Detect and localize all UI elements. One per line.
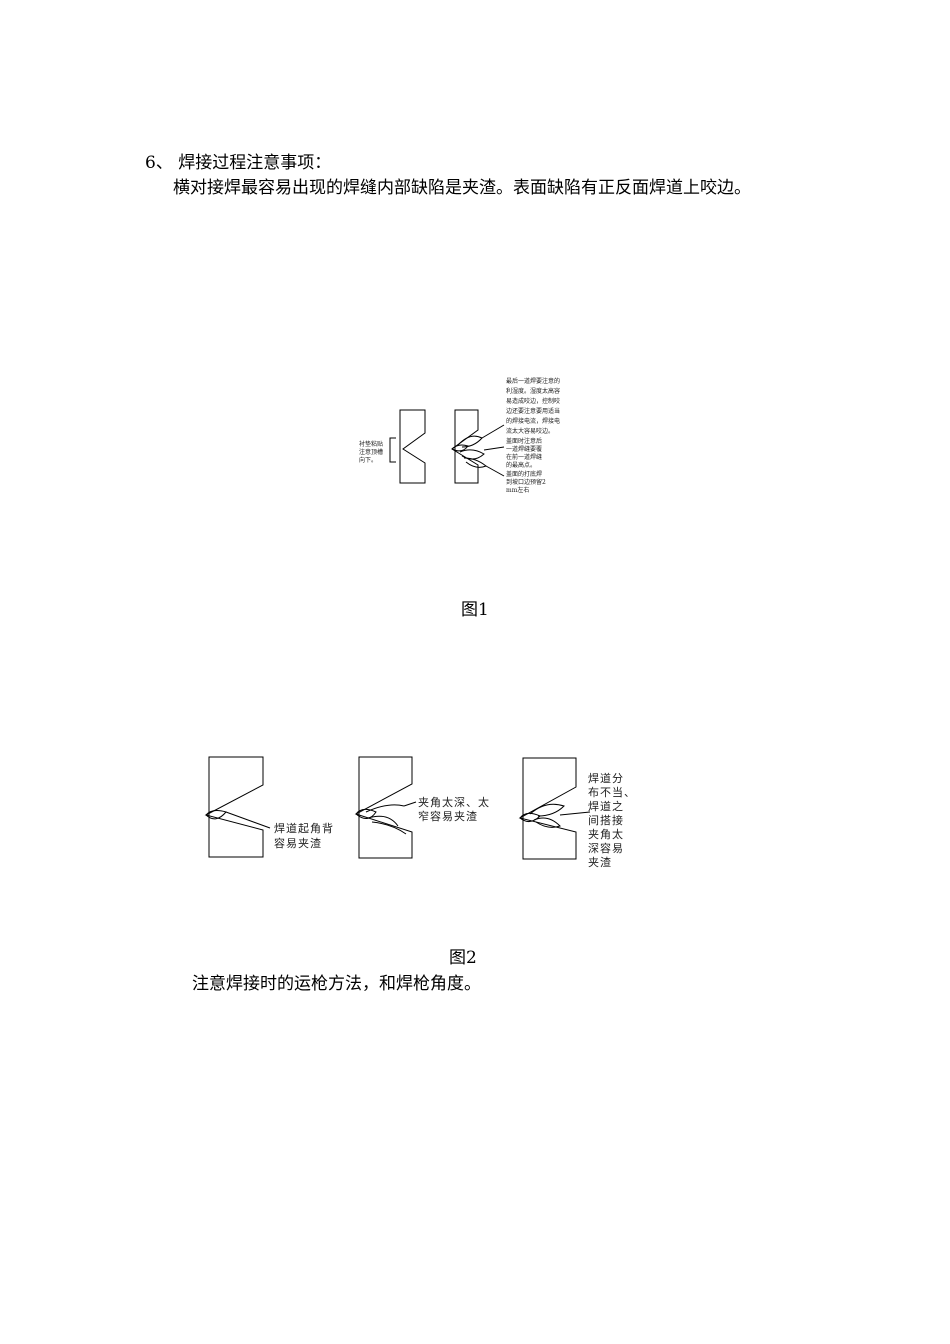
fig2-plate-a <box>204 756 264 858</box>
fig1-note-mid-3: 在前一道焊缝 <box>506 453 542 461</box>
fig2-bead-b4 <box>371 821 407 835</box>
fig1-note-top-1: 最后一道焊要注意的 <box>506 377 560 385</box>
fig1-bead-3 <box>459 449 485 460</box>
fig2-bead-c2 <box>529 803 565 817</box>
fig2-bead-b1 <box>355 808 377 819</box>
fig2-label-c-7: 夹渣 <box>588 855 612 869</box>
fig2-plate-c <box>518 757 577 860</box>
fig2-bead-b2 <box>365 804 405 813</box>
figure1-caption: 图1 <box>461 600 489 620</box>
fig1-note-top-6: 流太大容易咬边。 <box>506 427 554 435</box>
fig1-left-note-1: 衬垫粘贴 <box>359 440 383 448</box>
fig2-leader-a <box>225 811 271 829</box>
fig2-label-c-4: 间搭接 <box>588 814 624 827</box>
fig2-label-c-5: 夹角太 <box>588 828 624 841</box>
fig1-note-bot-2: 到坡口边预留2 <box>506 478 546 486</box>
fig1-left-bracket <box>389 437 396 463</box>
figure2-diagram: 焊道起角背 容易夹渣 夹角太深、太 窄容易夹渣 焊道分 布不当、 焊道之 间搭接… <box>204 756 636 869</box>
fig2-leader-c <box>559 811 591 816</box>
fig2-label-c-6: 深容易 <box>588 841 624 855</box>
fig2-label-a-2: 容易夹渣 <box>274 836 322 850</box>
fig1-note-mid-1: 盖面时注意后 <box>506 437 542 445</box>
fig1-note-bot-3: mm左右 <box>506 486 529 494</box>
fig1-note-top-5: 的焊接电流，焊接电 <box>506 417 560 425</box>
fig2-label-c-1: 焊道分 <box>588 771 624 785</box>
paragraph-defects: 横对接焊最容易出现的焊缝内部缺陷是夹渣。表面缺陷有正反面焊道上咬边。 <box>173 178 751 198</box>
fig2-plate-b <box>354 756 413 859</box>
fig1-leader-mid <box>483 446 505 451</box>
fig2-label-c-3: 焊道之 <box>588 799 624 813</box>
fig1-left-note-3: 向下。 <box>359 456 377 464</box>
fig1-note-top-4: 边还要注意要用适当 <box>506 407 560 415</box>
fig2-leader-b <box>403 801 417 807</box>
fig1-note-bot-1: 盖面的打底焊 <box>506 470 542 478</box>
section-heading: 6、 焊接过程注意事项： <box>145 153 332 173</box>
figure1-diagram: 衬垫粘贴 注意顶槽 向下。 最后一道焊要注意的 利湿度。湿度太高容 易造成咬边，… <box>359 377 560 494</box>
fig1-note-top-2: 利湿度。湿度太高容 <box>506 387 560 395</box>
fig1-note-top-3: 易造成咬边，控制咬 <box>506 397 560 405</box>
fig1-note-mid-2: 一道焊缝要覆 <box>506 445 542 453</box>
fig2-label-b-2: 窄容易夹渣 <box>418 809 478 823</box>
fig1-leader-top <box>481 424 505 439</box>
fig2-label-a-1: 焊道起角背 <box>274 821 334 835</box>
fig2-label-b-1: 夹角太深、太 <box>418 796 490 809</box>
fig1-leader-bot <box>485 465 505 477</box>
figure2-caption: 图2 <box>449 948 477 968</box>
fig1-note-mid-4: 的最高点。 <box>506 461 536 469</box>
fig1-left-plate <box>399 409 426 484</box>
fig1-left-note-2: 注意顶槽 <box>359 448 383 456</box>
paragraph-torch-note: 注意焊接时的运枪方法，和焊枪角度。 <box>192 974 481 994</box>
fig2-bead-c3 <box>533 817 561 828</box>
fig2-bead-b3 <box>367 815 399 827</box>
fig2-label-c-2: 布不当、 <box>588 785 636 799</box>
